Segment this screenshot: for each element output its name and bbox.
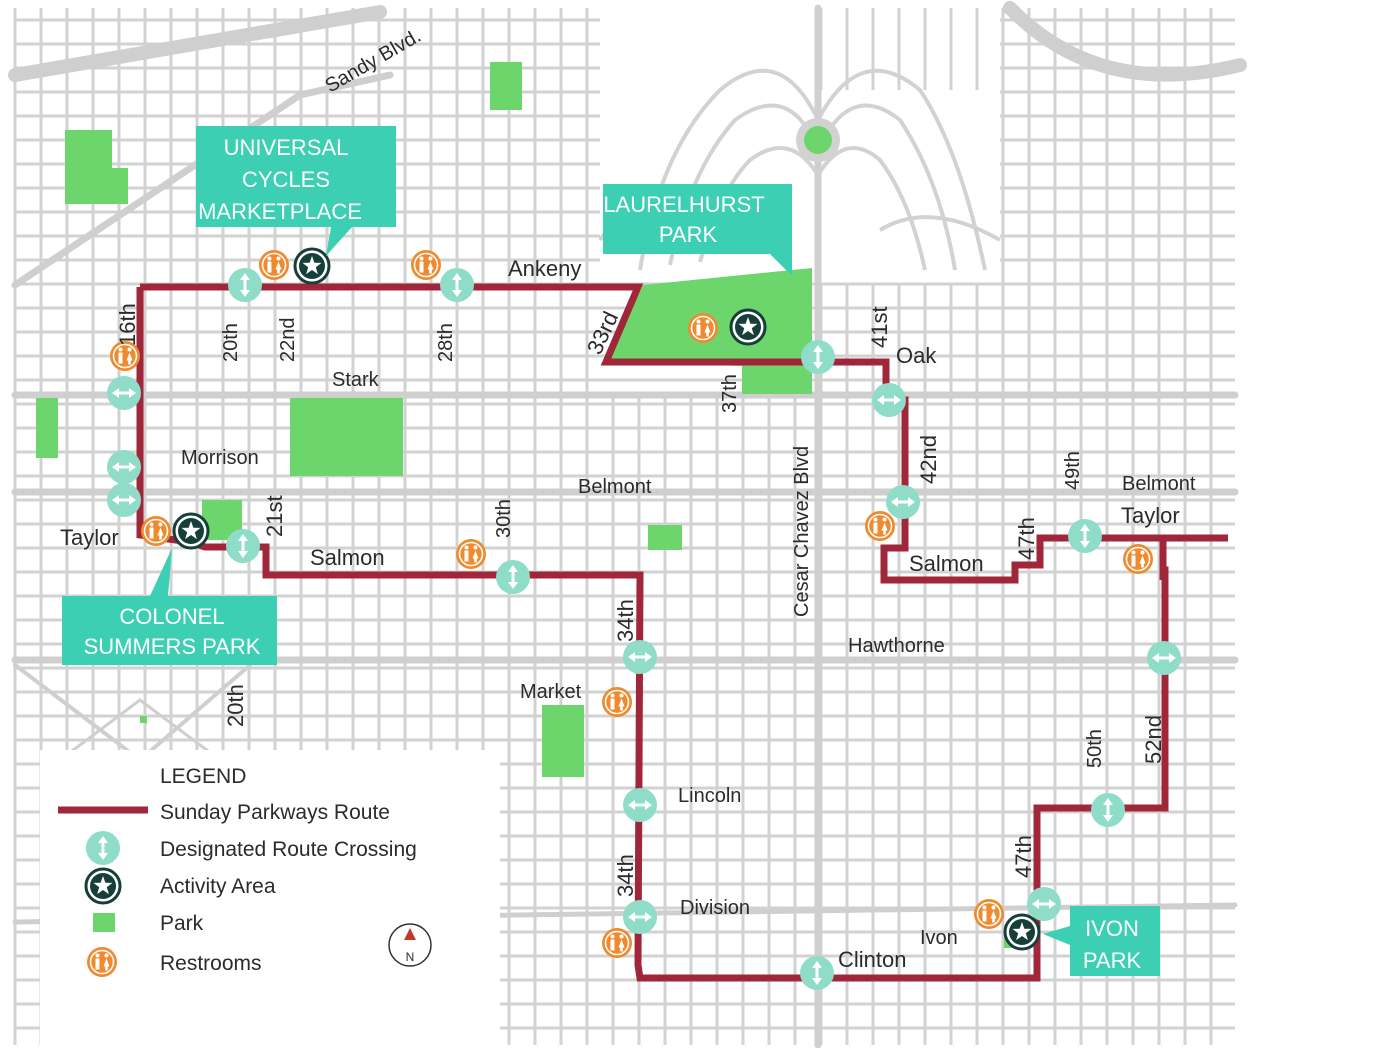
legend-item-label: Sunday Parkways Route: [160, 801, 390, 824]
callout-line: CYCLES: [242, 167, 330, 192]
legend-activity-star-icon: [84, 867, 122, 905]
street-label: 22nd: [277, 318, 299, 363]
callout-line: PARK: [1083, 948, 1142, 973]
callout-line: COLONEL: [119, 604, 224, 629]
crossing-icon: [870, 381, 908, 419]
street-label: 37th: [719, 374, 741, 413]
street-label: Salmon: [909, 551, 984, 576]
street-label: Belmont: [578, 476, 652, 498]
legend: LEGEND Sunday Parkways Route Designated …: [40, 750, 500, 1048]
activity-star-icon: [1003, 913, 1041, 951]
crossing-icon: [621, 898, 659, 936]
street-label: 34th: [613, 854, 638, 897]
street-label: Clinton: [838, 947, 906, 972]
crossing-icon: [105, 481, 143, 519]
crossing-icon: [494, 558, 532, 596]
street-label: 16th: [115, 303, 140, 346]
crossing-icon: [105, 448, 143, 486]
crossing-icon: [1145, 639, 1183, 677]
crossing-icon: [799, 338, 837, 376]
legend-restroom-icon: [86, 946, 118, 978]
legend-item-label: Activity Area: [160, 875, 276, 898]
street-label: 20th: [220, 323, 242, 362]
legend-title: LEGEND: [160, 765, 246, 788]
street-label: 41st: [867, 306, 892, 348]
street-label: Lincoln: [678, 785, 741, 807]
legend-item-label: Designated Route Crossing: [160, 838, 417, 861]
restroom-icon: [140, 515, 172, 547]
crossing-icon: [1025, 885, 1063, 923]
legend-crossing-icon: [84, 829, 122, 867]
crossing-icon: [1089, 791, 1127, 829]
callout-universal-cycles: UNIVERSAL CYCLES MARKETPLACE: [196, 126, 396, 256]
callout-laurelhurst-park: LAURELHURST PARK: [603, 184, 792, 276]
callout-line: PARK: [659, 222, 718, 247]
street-label: Hawthorne: [848, 635, 945, 657]
crossing-icon: [621, 786, 659, 824]
restroom-icon: [410, 249, 442, 281]
street-label: 28th: [435, 323, 457, 362]
restroom-icon: [258, 249, 290, 281]
street-label: Ankeny: [508, 256, 581, 281]
callout-line: MARKETPLACE: [198, 199, 362, 224]
crossing-icon: [798, 954, 836, 992]
callout-line: IVON: [1085, 916, 1139, 941]
street-label: Cesar Chavez Blvd: [791, 446, 813, 617]
legend-item-label: Park: [160, 912, 204, 935]
street-label: 52nd: [1141, 715, 1166, 764]
north-label: N: [406, 950, 415, 964]
activity-star-icon: [293, 247, 331, 285]
callout-line: UNIVERSAL: [224, 135, 349, 160]
street-label: Belmont: [1122, 473, 1196, 495]
street-label: Ivon: [920, 927, 958, 949]
crossing-icon: [438, 266, 476, 304]
street-label: 34th: [613, 599, 638, 642]
restroom-icon: [455, 538, 487, 570]
crossing-icon: [224, 527, 262, 565]
street-label: Morrison: [181, 447, 259, 469]
street-label: 42nd: [916, 435, 941, 484]
street-label: Oak: [896, 343, 937, 368]
street-label: 50th: [1084, 729, 1106, 768]
restroom-icon: [601, 927, 633, 959]
crossing-icon: [621, 638, 659, 676]
legend-item-label: Restrooms: [160, 952, 262, 975]
street-label: Salmon: [310, 545, 385, 570]
street-label: 47th: [1014, 517, 1039, 560]
street-label: Stark: [332, 369, 380, 391]
crossing-icon: [226, 266, 264, 304]
street-label: 49th: [1062, 451, 1084, 490]
restroom-icon: [864, 510, 896, 542]
street-label: 21st: [262, 495, 287, 537]
callout-ivon-park: IVON PARK: [1043, 906, 1160, 976]
street-label: Division: [680, 897, 750, 919]
restroom-icon: [687, 312, 719, 344]
callout-line: LAURELHURST: [603, 192, 764, 217]
activity-star-icon: [172, 512, 210, 550]
street-label: 30th: [493, 499, 515, 538]
street-label: 47th: [1011, 835, 1036, 878]
street-label: Market: [520, 681, 582, 703]
legend-park-swatch: [93, 913, 115, 932]
callout-line: SUMMERS PARK: [84, 634, 261, 659]
callout-colonel-summers: COLONEL SUMMERS PARK: [62, 548, 277, 665]
activity-star-icon: [729, 308, 767, 346]
restroom-icon: [601, 686, 633, 718]
street-label: 20th: [223, 684, 248, 727]
north-arrow-icon: [404, 928, 416, 940]
crossing-icon: [884, 483, 922, 521]
street-label: Taylor: [60, 525, 119, 550]
street-label: Taylor: [1121, 503, 1180, 528]
restroom-icon: [1122, 543, 1154, 575]
crossing-icon: [105, 374, 143, 412]
north-arrow: N: [388, 923, 432, 967]
crossing-icon: [1066, 517, 1104, 555]
restroom-icon: [973, 898, 1005, 930]
